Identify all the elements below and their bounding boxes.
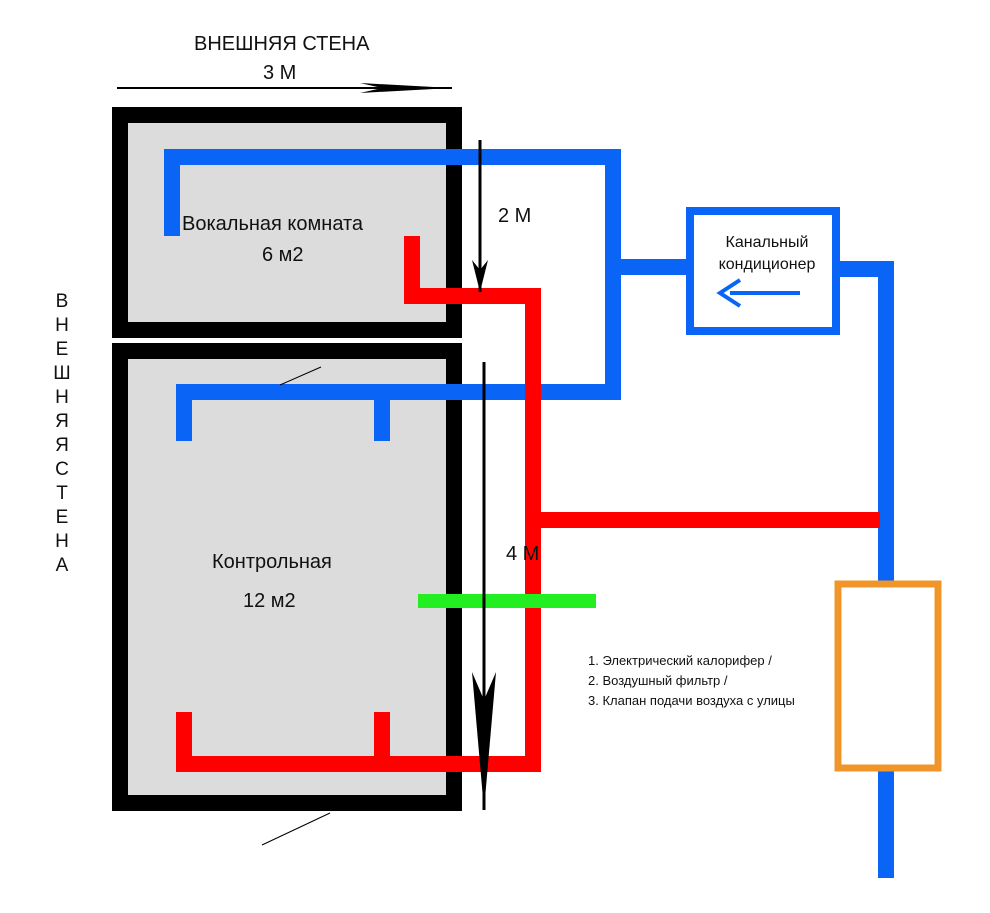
control-dimension-arrow (472, 362, 496, 810)
leader-lines (261, 366, 331, 846)
notes-list: 1. Электрический калорифер / 2. Воздушны… (588, 651, 795, 711)
top-wall-label: ВНЕШНЯЯ СТЕНА (194, 33, 370, 55)
return-duct-red (176, 236, 880, 772)
control-room-name: Контрольная (212, 551, 332, 573)
ac-unit-label-line2: кондиционер (718, 256, 816, 273)
control-dimension-label: 4 М (506, 543, 540, 565)
vocal-room-name: Вокальная комната (182, 213, 364, 235)
ac-unit-box (686, 207, 840, 335)
top-dimension-arrow (117, 83, 452, 93)
note-item: 1. Электрический калорифер / (588, 653, 772, 668)
ac-unit-label: Канальный кондиционер (698, 232, 836, 276)
control-room-area: 12 м2 (243, 590, 296, 612)
vocal-dimension-label: 2 М (498, 205, 532, 227)
control-room (112, 343, 462, 811)
note-item: 3. Клапан подачи воздуха с улицы (588, 693, 795, 708)
note-item: 2. Воздушный фильтр / (588, 673, 728, 688)
vocal-dimension-arrow (472, 140, 488, 292)
top-dimension-label: 3 М (263, 62, 297, 84)
supply-duct-blue (164, 149, 894, 878)
vocal-room-area: 6 м2 (262, 244, 304, 266)
filter-box (834, 580, 942, 772)
ac-unit-label-line1: Канальный (725, 234, 809, 251)
